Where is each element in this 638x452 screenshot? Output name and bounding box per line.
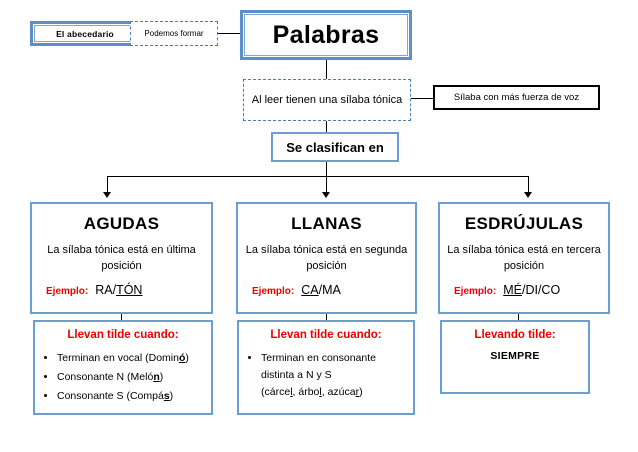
node-al-leer-silaba-tonica[interactable]: Al leer tienen una sílaba tónica [243,79,411,121]
list-item: Consonante S (Compás) [57,388,205,405]
rule-item-line3-c: , azúca [321,386,356,398]
connector-drop-esdrujulas [528,176,529,194]
rule-item-line3-d: ) [359,386,363,398]
connector-esdrujulas-rule [518,314,519,321]
rule-item-stressed: n [153,371,160,383]
connector-alleer-silabafuerza [410,98,434,99]
category-title-agudas: AGUDAS [83,214,160,233]
node-palabras[interactable]: Palabras [240,10,412,60]
example-label-esdrujulas: Ejemplo: [454,286,497,297]
rule-item-text: Consonante N (Meló [57,371,154,383]
category-title-llanas: LLANAS [291,214,362,233]
example-suffix-llanas: /MA [318,283,341,297]
connector-alleer-clasifican [326,121,327,133]
rule-item-stressed: s [163,390,170,402]
example-suffix-esdrujulas: /DI/CO [521,283,561,297]
category-title-esdrujulas: ESDRÚJULAS [464,214,584,233]
category-description-agudas: La sílaba tónica está en última posición [47,244,196,272]
node-se-clasifican-en[interactable]: Se clasifican en [271,132,399,162]
arrow-llanas [322,192,330,198]
rule-item-line3-a: (cárce [261,386,291,398]
rule-item-line3-u1: l [290,386,293,398]
rule-item-text: Consonante S (Compá [57,390,164,402]
rule-item-suffix: ) [185,352,189,364]
node-silaba-fuerza-voz[interactable]: Sílaba con más fuerza de voz [433,85,600,110]
example-stressed-agudas: TÓN [116,283,143,297]
connector-clasifican-trunk [326,162,327,176]
rule-item-stressed: ó [178,352,186,364]
arrow-esdrujulas [524,192,532,198]
node-podemos-formar[interactable]: Podemos formar [130,21,218,46]
node-al-leer-label: Al leer tienen una sílaba tónica [251,94,403,106]
example-label-llanas: Ejemplo: [252,286,295,297]
connector-palabras-alleer [326,60,327,80]
node-category-agudas[interactable]: AGUDAS La sílaba tónica está en última p… [30,202,213,314]
node-abecedario[interactable]: El abecedario [30,21,140,46]
node-rule-esdrujulas[interactable]: Llevando tilde: SIEMPRE [440,320,590,394]
rule-item-line2: distinta a N y S [261,369,332,381]
rule-item-text: Terminan en vocal (Domin [57,352,179,364]
example-stressed-llanas: CA [301,283,319,297]
connector-podemos-palabras [216,33,242,34]
rule-list-agudas: Terminan en vocal (Dominó) Consonante N … [41,350,205,407]
rule-item-line3-u2: l [319,386,322,398]
list-item: Terminan en vocal (Dominó) [57,350,205,367]
list-item: Consonante N (Melón) [57,369,205,386]
example-prefix-agudas: RA/ [95,283,117,297]
rule-item-line3: (cárcel, árbol, azúcar) [261,384,407,401]
connector-llanas-rule [326,314,327,321]
category-description-llanas: La sílaba tónica está en segunda posició… [245,244,408,272]
category-example-llanas: Ejemplo: CA/MA [244,283,409,297]
node-podemos-formar-label: Podemos formar [144,29,204,38]
node-rule-llanas[interactable]: Llevan tilde cuando: Terminan en consona… [237,320,415,415]
rule-item-line1: Terminan en consonante [261,352,376,364]
rule-title-agudas: Llevan tilde cuando: [67,329,179,341]
page-title: Palabras [272,20,380,49]
node-silaba-fuerza-label: Sílaba con más fuerza de voz [453,92,580,103]
node-category-llanas[interactable]: LLANAS La sílaba tónica está en segunda … [236,202,417,314]
rule-item-suffix: ) [169,390,174,402]
rule-item-line3-b: , árbo [292,386,320,398]
connector-drop-llanas [326,176,327,194]
rule-center-esdrujulas: SIEMPRE [490,350,540,362]
category-description-esdrujulas: La sílaba tónica está en tercera posició… [447,244,601,272]
rule-title-llanas: Llevan tilde cuando: [270,329,382,341]
category-example-esdrujulas: Ejemplo: MÉ/DI/CO [446,283,602,297]
list-item: Terminan en consonante distinta a N y S … [261,350,407,401]
rule-item-suffix: ) [159,371,164,383]
arrow-agudas [103,192,111,198]
rule-item-line3-u3: r [355,386,360,398]
node-rule-agudas[interactable]: Llevan tilde cuando: Terminan en vocal (… [33,320,213,415]
rule-title-esdrujulas: Llevando tilde: [474,329,556,341]
example-stressed-esdrujulas: MÉ [503,283,522,297]
example-label-agudas: Ejemplo: [46,286,89,297]
connector-agudas-rule [121,314,122,321]
node-se-clasifican-label: Se clasifican en [286,139,384,155]
rule-list-llanas: Terminan en consonante distinta a N y S … [245,350,407,403]
node-abecedario-label: El abecedario [56,28,114,39]
connector-distribution-bar [107,176,528,177]
connector-drop-agudas [107,176,108,194]
category-example-agudas: Ejemplo: RA/TÓN [38,283,205,297]
node-category-esdrujulas[interactable]: ESDRÚJULAS La sílaba tónica está en terc… [438,202,610,314]
